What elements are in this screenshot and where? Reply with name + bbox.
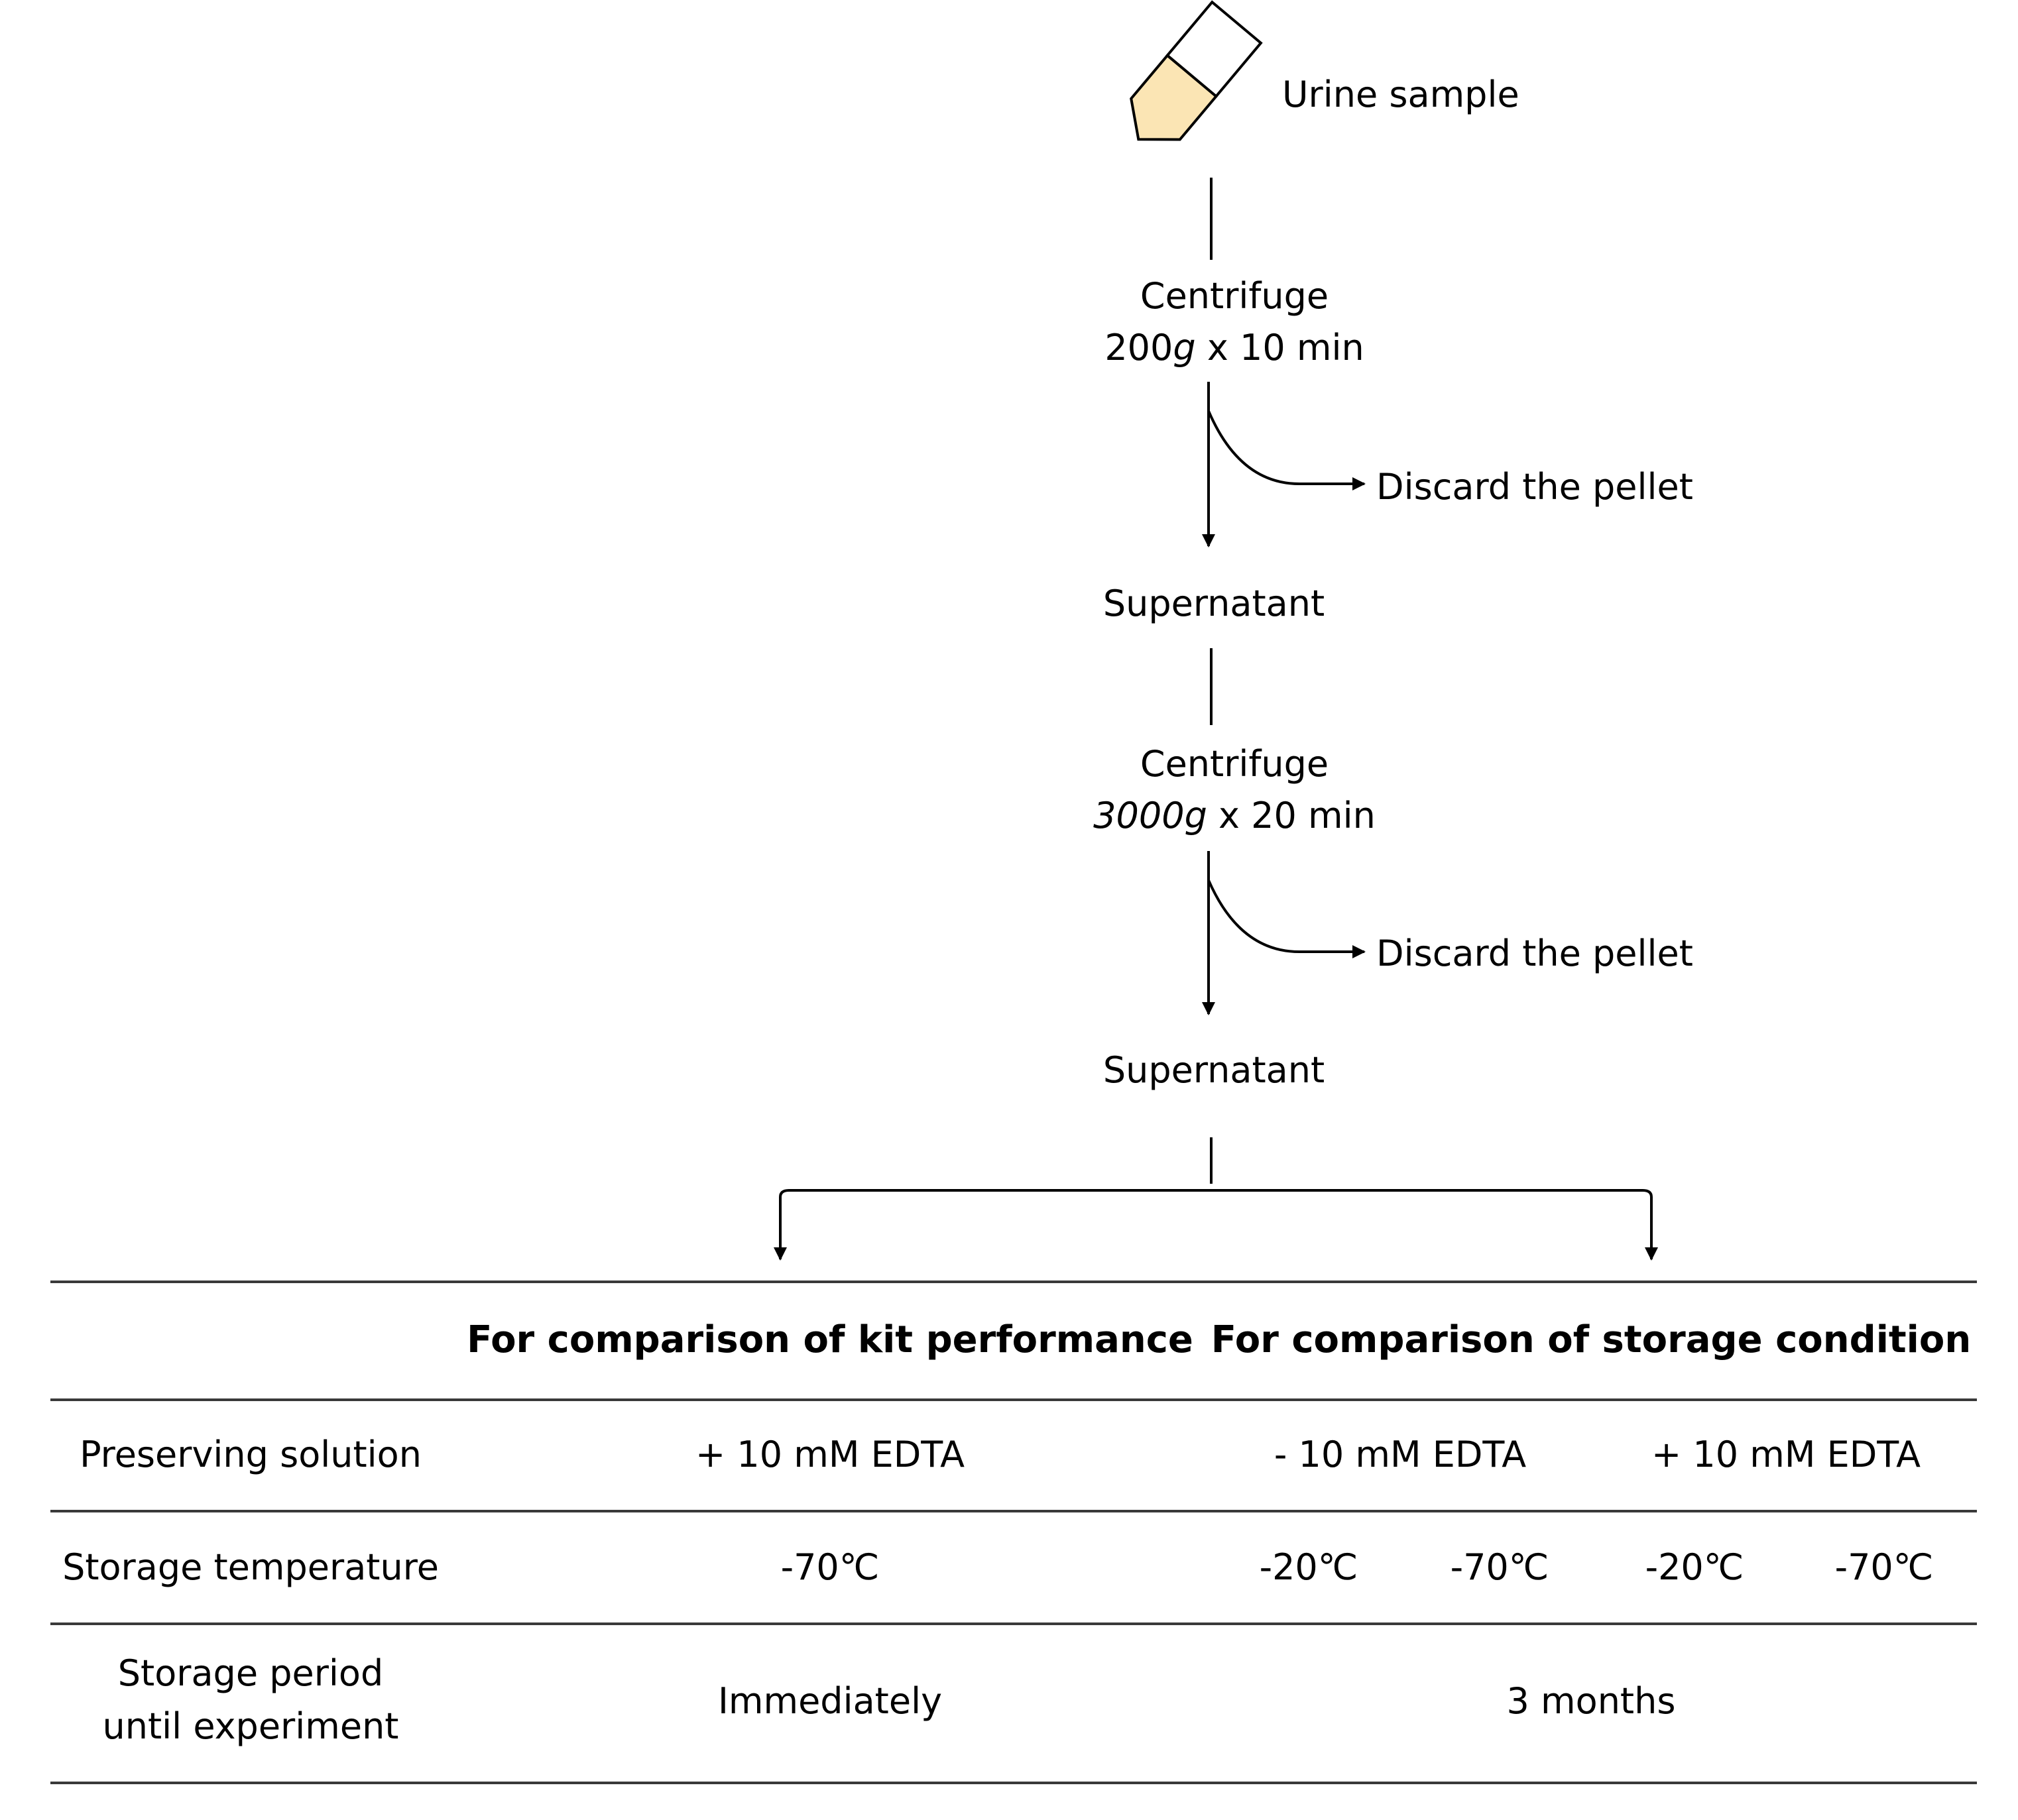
supernatant-1-label: Supernatant xyxy=(1102,583,1325,624)
cell-storage-solution: - 10 mM EDTA xyxy=(1274,1434,1527,1475)
column-header-kit: For comparison of kit performance xyxy=(467,1318,1193,1361)
cell-storage-temperature: -20℃ xyxy=(1259,1546,1358,1588)
table-row-rule xyxy=(50,1622,1977,1625)
cell-kit-temperature: -70℃ xyxy=(780,1546,880,1588)
sample-label: Urine sample xyxy=(1282,74,1519,115)
cell-kit-period: Immediately xyxy=(717,1680,943,1722)
discard-2-label: Discard the pellet xyxy=(1376,933,1693,974)
cell-storage-temperature: -70℃ xyxy=(1450,1546,1549,1588)
table-header-rule xyxy=(50,1398,1977,1401)
row-label-preserving-solution: Preserving solution xyxy=(80,1434,422,1475)
row-label-storage-period: Storage period xyxy=(117,1652,384,1694)
centrifuge-1-title: Centrifuge xyxy=(1140,275,1329,317)
column-header-storage: For comparison of storage condition xyxy=(1211,1318,1972,1361)
cell-storage-temperature: -70℃ xyxy=(1834,1546,1934,1588)
row-label-storage-period-line2: until experiment xyxy=(102,1705,399,1747)
cell-storage-period: 3 months xyxy=(1506,1680,1676,1722)
cell-kit-solution: + 10 mM EDTA xyxy=(695,1434,965,1475)
cell-storage-solution: + 10 mM EDTA xyxy=(1651,1434,1921,1475)
table-bottom-rule xyxy=(50,1782,1977,1784)
discard-1-label: Discard the pellet xyxy=(1376,466,1693,508)
cell-storage-temperature: -20℃ xyxy=(1645,1546,1744,1588)
table-row-rule xyxy=(50,1510,1977,1512)
split-bracket xyxy=(779,1189,1653,1256)
supernatant-2-label: Supernatant xyxy=(1102,1049,1325,1091)
arrow-right-icon xyxy=(1207,880,1366,958)
centrifuge-2-title: Centrifuge xyxy=(1140,743,1329,785)
centrifuge-2-settings: 3000g x 20 min xyxy=(1093,795,1376,836)
row-label-storage-temperature: Storage temperature xyxy=(62,1546,439,1588)
arrow-right-icon xyxy=(1207,410,1366,490)
centrifuge-1-settings: 200g x 10 min xyxy=(1104,327,1364,369)
sample-tube-icon xyxy=(1130,0,1263,141)
table-top-rule xyxy=(50,1280,1977,1283)
